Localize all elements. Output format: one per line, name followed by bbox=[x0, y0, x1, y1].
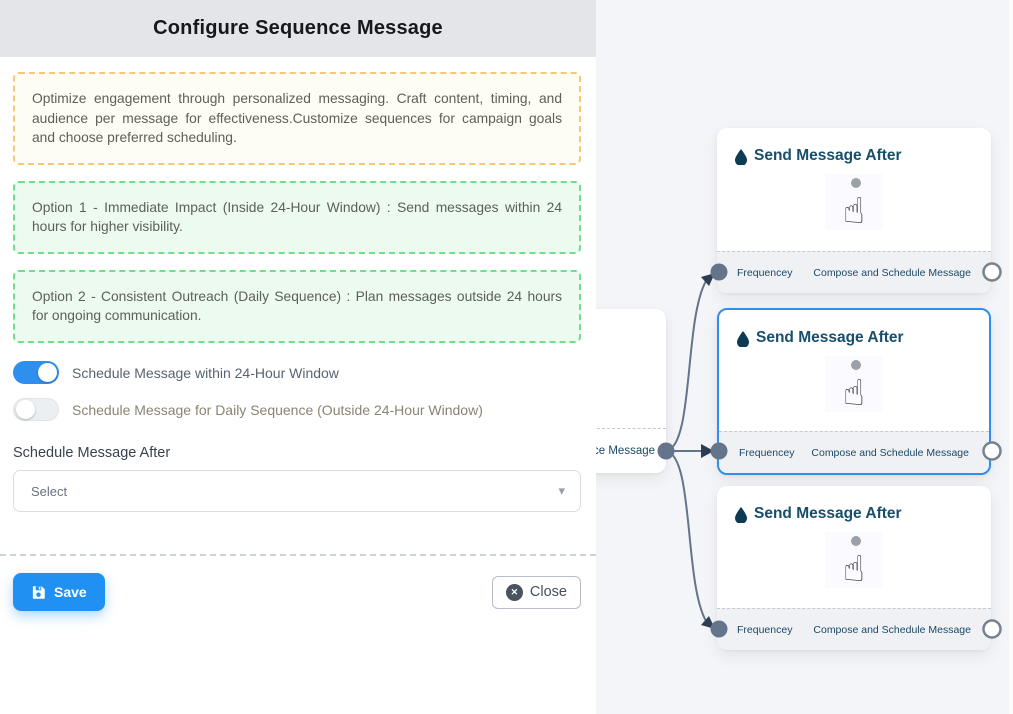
droplet-icon bbox=[737, 330, 749, 347]
node-2-compose-label: Compose and Schedule Message bbox=[811, 446, 969, 459]
save-button-label: Save bbox=[54, 584, 87, 601]
canvas-right-gutter bbox=[1009, 0, 1013, 714]
node-3-header: Send Message After bbox=[717, 486, 991, 523]
node-2-frequency-label: Frequencey bbox=[739, 446, 795, 459]
touch-dot-icon bbox=[851, 536, 861, 546]
option-1-note: Option 1 - Immediate Impact (Inside 24-H… bbox=[13, 180, 581, 254]
schedule-after-select[interactable]: Select ▾ bbox=[13, 470, 581, 513]
node-3-footer: Frequencey Compose and Schedule Message bbox=[717, 608, 991, 650]
node-1-title: Send Message After bbox=[754, 147, 902, 164]
node-2-title: Send Message After bbox=[756, 329, 904, 346]
node-2-click-target[interactable]: ☝ bbox=[825, 356, 883, 412]
modal-title: Configure Sequence Message bbox=[153, 17, 443, 39]
toggle-row-24h: Schedule Message within 24-Hour Window bbox=[13, 361, 581, 385]
option-1-text: Option 1 - Immediate Impact (Inside 24-H… bbox=[32, 199, 562, 235]
send-message-after-node-2-selected[interactable]: Send Message After ☝ Frequencey Compose … bbox=[717, 308, 991, 475]
configure-sequence-modal: Configure Sequence Message Optimize enga… bbox=[0, 0, 596, 612]
hand-pointer-icon: ☝ bbox=[843, 191, 865, 232]
touch-dot-icon bbox=[851, 178, 861, 188]
toggle-row-daily: Schedule Message for Daily Sequence (Out… bbox=[13, 398, 581, 422]
save-button[interactable]: Save bbox=[13, 573, 105, 612]
node-3-frequency-label: Frequencey bbox=[737, 623, 793, 636]
intro-note: Optimize engagement through personalized… bbox=[13, 72, 581, 165]
arrowhead-bottom bbox=[701, 616, 715, 629]
arrowhead-middle bbox=[701, 444, 714, 458]
option-2-text: Option 2 - Consistent Outreach (Daily Se… bbox=[32, 288, 562, 324]
footer-divider bbox=[0, 554, 596, 557]
save-icon bbox=[32, 585, 45, 599]
close-button-label: Close bbox=[529, 584, 567, 601]
chevron-down-icon: ▾ bbox=[558, 483, 565, 499]
schedule-after-label: Schedule Message After bbox=[13, 445, 171, 462]
node-1-click-target[interactable]: ☝ bbox=[825, 174, 883, 230]
source-node-footer-label: ce Message bbox=[541, 428, 666, 473]
hand-pointer-icon: ☝ bbox=[843, 549, 865, 590]
toggle-24h-label: Schedule Message within 24-Hour Window bbox=[72, 364, 339, 381]
send-message-after-node-1[interactable]: Send Message After ☝ Frequencey Compose … bbox=[717, 128, 991, 293]
droplet-icon bbox=[735, 148, 747, 165]
toggle-knob bbox=[16, 400, 35, 420]
node-1-footer: Frequencey Compose and Schedule Message bbox=[717, 251, 991, 293]
node-3-compose-label: Compose and Schedule Message bbox=[813, 623, 971, 636]
close-icon: ✕ bbox=[505, 583, 523, 601]
toggle-knob bbox=[38, 363, 57, 383]
option-2-note: Option 2 - Consistent Outreach (Daily Se… bbox=[13, 269, 581, 344]
node-2-footer: Frequencey Compose and Schedule Message bbox=[719, 431, 989, 473]
node-3-click-target[interactable]: ☝ bbox=[825, 532, 883, 588]
arrowhead-top bbox=[701, 273, 715, 286]
node-1-compose-label: Compose and Schedule Message bbox=[813, 266, 971, 279]
node-3-title: Send Message After bbox=[754, 505, 902, 522]
node-1-frequency-label: Frequencey bbox=[737, 266, 793, 279]
node-1-header: Send Message After bbox=[717, 128, 991, 165]
droplet-icon bbox=[735, 506, 747, 523]
modal-header: Configure Sequence Message bbox=[0, 0, 596, 57]
select-value: Select bbox=[31, 483, 68, 499]
toggle-24h-window[interactable] bbox=[13, 361, 59, 385]
flow-canvas[interactable]: ce Message Send Message After ☝ Frequenc… bbox=[541, 0, 1013, 714]
close-button[interactable]: ✕ Close bbox=[491, 575, 581, 609]
intro-note-text: Optimize engagement through personalized… bbox=[32, 91, 562, 146]
hand-pointer-icon: ☝ bbox=[843, 373, 865, 414]
toggle-daily-sequence[interactable] bbox=[13, 398, 59, 422]
send-message-after-node-3[interactable]: Send Message After ☝ Frequencey Compose … bbox=[717, 486, 991, 650]
node-2-header: Send Message After bbox=[719, 310, 989, 347]
toggle-daily-label: Schedule Message for Daily Sequence (Out… bbox=[72, 401, 483, 418]
touch-dot-icon bbox=[851, 360, 861, 370]
